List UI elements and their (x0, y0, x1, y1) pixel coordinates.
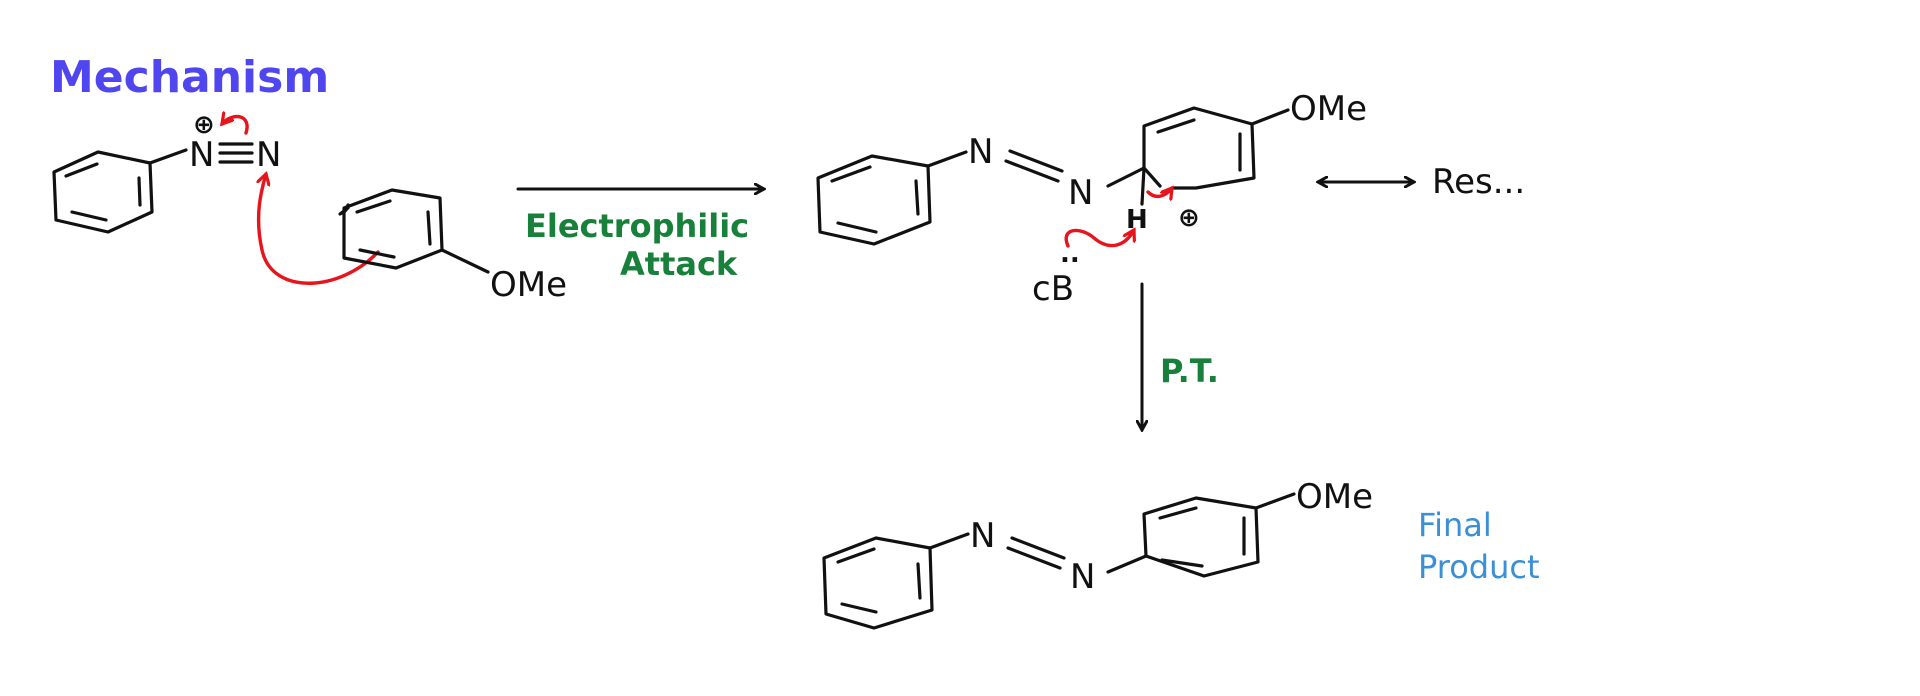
product-n2-atom: N (1070, 557, 1095, 597)
intermediate-n1-atom: N (968, 132, 993, 172)
intermediate-phenyl-ring (816, 154, 932, 246)
product-anisyl-ring (1142, 496, 1260, 578)
arenium-positive-charge: ⊕ (1178, 203, 1200, 233)
intermediate-hydrogen-atom: H (1126, 205, 1148, 235)
proton-transfer-label: P.T. (1160, 352, 1219, 390)
product-label: Product (1418, 548, 1540, 586)
product-n-n-double-bond (1006, 536, 1066, 570)
diazonium-c-n-bond (148, 148, 188, 165)
intermediate-c-n-bond (926, 150, 968, 168)
attack-label: Attack (620, 245, 738, 283)
diazonium-n1-atom: N (189, 135, 214, 175)
product-c-o-bond (1254, 492, 1296, 510)
conjugate-base-label: cB (1032, 269, 1074, 309)
intermediate-n-n-double-bond (1004, 149, 1064, 183)
diazonium-benzene-ring (52, 150, 154, 234)
page-title: Mechanism (50, 52, 329, 103)
intermediate-ome-group: OMe (1290, 89, 1367, 129)
base-lone-pair: .. (1060, 239, 1080, 269)
resonance-label: Res... (1432, 162, 1525, 202)
intermediate-c-o-bond (1250, 108, 1290, 126)
nucleophilic-attack-arrow (259, 174, 380, 285)
product-n-c-bond (1106, 554, 1148, 574)
intermediate-n2-atom: N (1068, 173, 1093, 213)
triple-bond-electron-arrow (222, 117, 249, 135)
diazonium-n2-atom: N (256, 135, 281, 175)
diazonium-positive-charge: ⊕ (193, 110, 215, 140)
base-deprotonation-arrow (1064, 230, 1134, 248)
anisole-ome-group: OMe (490, 265, 567, 305)
final-product-label: Final (1418, 506, 1492, 544)
c-h-bond (1140, 166, 1146, 206)
product-n1-atom: N (970, 516, 995, 556)
intermediate-n-c-bond (1106, 166, 1146, 188)
c-h-bond-electron-arrow (1146, 188, 1172, 196)
arenium-ring (1142, 106, 1256, 190)
electrophilic-attack-label: Electrophilic (525, 207, 749, 245)
product-ome-group: OMe (1296, 477, 1373, 517)
anisole-c-o-bond (440, 248, 490, 274)
anisole-benzene-ring (338, 188, 444, 270)
product-phenyl-ring (822, 536, 934, 630)
diazonium-triple-bond (218, 142, 254, 164)
product-c-n-bond (928, 532, 970, 550)
